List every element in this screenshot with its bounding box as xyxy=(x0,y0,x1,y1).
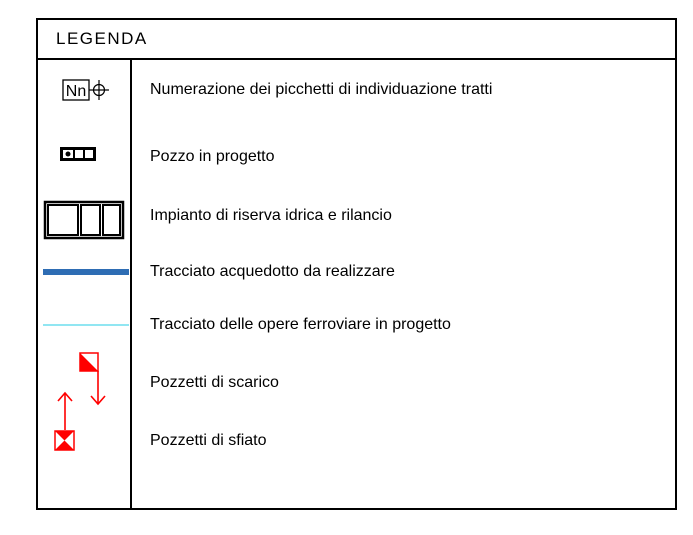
legend-label-aqueduct: Tracciato acquedotto da realizzare xyxy=(150,263,395,280)
legend-label-well: Pozzo in progetto xyxy=(150,148,275,165)
legend-label-drain-manhole: Pozzetti di scarico xyxy=(150,374,279,391)
well-icon xyxy=(60,147,96,161)
drain-manhole-icon xyxy=(79,352,106,406)
legend-icons: Nn xyxy=(43,79,129,451)
column-divider xyxy=(130,58,132,508)
stake-number-icon: Nn xyxy=(62,79,109,101)
legend-label-railway: Tracciato delle opere ferroviare in prog… xyxy=(150,316,451,333)
water-reserve-plant-icon xyxy=(43,200,125,240)
legend-header: LEGENDA xyxy=(38,20,675,60)
legend-title: LEGENDA xyxy=(56,29,148,48)
legend-label-stake-number: Numerazione dei picchetti di individuazi… xyxy=(150,81,493,98)
legend-box: LEGENDA Nn xyxy=(36,18,677,510)
legend-label-vent-manhole: Pozzetti di sfiato xyxy=(150,432,267,449)
vent-manhole-icon xyxy=(54,391,75,451)
stake-number-text: Nn xyxy=(66,83,86,100)
legend-label-water-reserve: Impianto di riserva idrica e rilancio xyxy=(150,207,392,224)
